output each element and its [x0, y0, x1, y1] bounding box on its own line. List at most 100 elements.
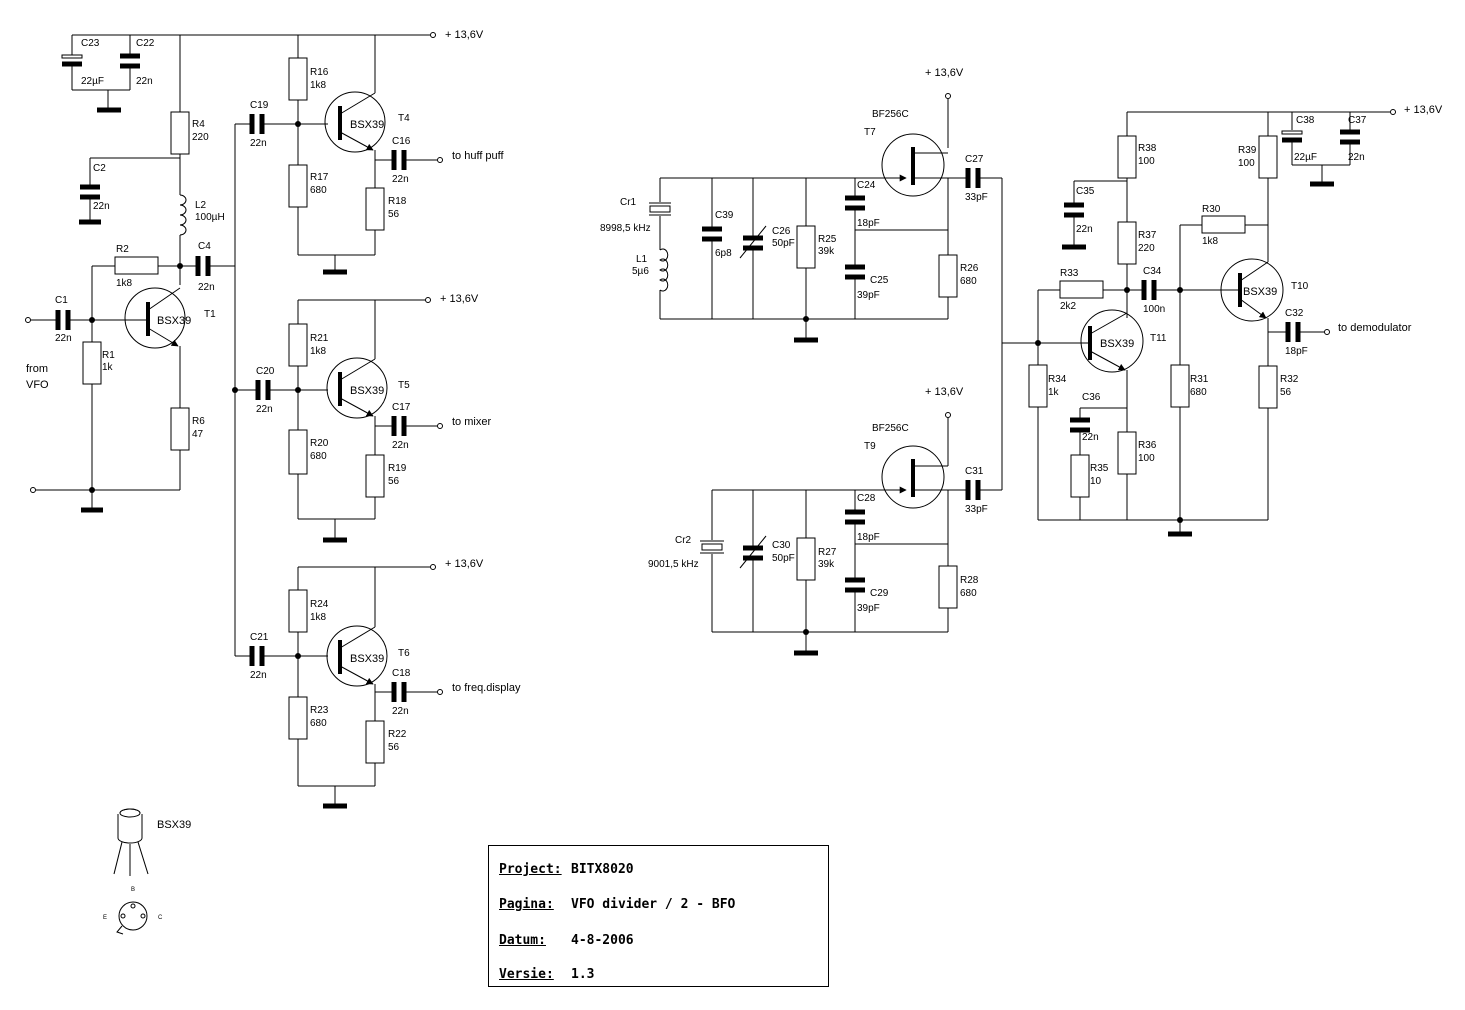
R34-ref: R34 [1048, 374, 1067, 385]
C31-ref: C31 [965, 466, 984, 477]
C16-value: 22n [392, 174, 409, 185]
T11-ref: T11 [1150, 333, 1167, 344]
C22-ref: C22 [136, 38, 155, 49]
R25-value: 39k [818, 246, 835, 257]
C36-value: 22n [1082, 432, 1099, 443]
C19-value: 22n [250, 138, 267, 149]
C16-ref: C16 [392, 136, 411, 147]
R31-ref: R31 [1190, 374, 1209, 385]
vfo-buffer-section: + 13,6V C23 22µF C22 22n R4 220 C2 22n [25, 29, 484, 656]
transistor-T6: BSX39 T6 [326, 625, 410, 687]
project-value: BITX8020 [571, 862, 634, 877]
R17-value: 680 [310, 185, 327, 196]
pin-b: B [131, 887, 135, 893]
R32-ref: R32 [1280, 374, 1299, 385]
R38-ref: R38 [1138, 143, 1157, 154]
R1-value: 1k [102, 362, 114, 373]
T4-ref: T4 [398, 113, 410, 124]
C29-value: 39pF [857, 603, 880, 614]
transistor-T4: BSX39 T4 [324, 91, 410, 153]
C35-value: 22n [1076, 224, 1093, 235]
pin-c: C [158, 915, 163, 921]
C19-ref: C19 [250, 100, 269, 111]
R4-value: 220 [192, 132, 209, 143]
R25-ref: R25 [818, 234, 837, 245]
datum-value: 4-8-2006 [571, 933, 634, 948]
R33-ref: R33 [1060, 268, 1079, 279]
R23-value: 680 [310, 718, 327, 729]
T1-type: BSX39 [157, 315, 191, 327]
Cr1-ref: Cr1 [620, 197, 637, 208]
C36-ref: C36 [1082, 392, 1101, 403]
R18-ref: R18 [388, 196, 407, 207]
bsx39-pinout: BSX39 B E C [103, 808, 191, 935]
C18-ref: C18 [392, 668, 411, 679]
T6-type: BSX39 [350, 653, 384, 665]
supply-label-T9: + 13,6V [925, 386, 964, 398]
R16-ref: R16 [310, 67, 329, 78]
R21-value: 1k8 [310, 346, 327, 357]
R21-ref: R21 [310, 333, 329, 344]
C22-value: 22n [136, 76, 153, 87]
C24-ref: C24 [857, 180, 876, 191]
R37-ref: R37 [1138, 230, 1157, 241]
output-demodulator: to demodulator [1338, 322, 1412, 334]
C2-ref: C2 [93, 163, 106, 174]
L2-value: 100µH [195, 212, 225, 223]
transistor-T5: BSX39 T5 [326, 357, 410, 419]
stage-T5: + 13,6V C20 22n R21 1k8 R20 680 BSX39 T5 [232, 293, 491, 543]
bfo-oscillator-T9: + 13,6V BF256C T9 C31 33pF Cr2 9001,5 kH… [648, 343, 1003, 656]
R2-value: 1k8 [116, 278, 133, 289]
supply-label-buffer: + 13,6V [1404, 104, 1443, 116]
C23-value: 22µF [81, 76, 104, 87]
T4-type: BSX39 [350, 119, 384, 131]
R19-value: 56 [388, 476, 400, 487]
R4-ref: R4 [192, 119, 205, 130]
C30-value: 50pF [772, 553, 795, 564]
R32-value: 56 [1280, 387, 1292, 398]
stage-T4: C19 22n R16 1k8 R17 680 BSX39 T4 C16 22n… [235, 35, 505, 275]
C39-ref: C39 [715, 210, 734, 221]
C4-ref: C4 [198, 241, 211, 252]
R33-value: 2k2 [1060, 301, 1077, 312]
C29-ref: C29 [870, 588, 889, 599]
R24-ref: R24 [310, 599, 329, 610]
C21-value: 22n [250, 670, 267, 681]
R39-ref: R39 [1238, 145, 1257, 156]
C37-ref: C37 [1348, 115, 1367, 126]
R27-ref: R27 [818, 547, 837, 558]
versie-label: Versie: [499, 967, 554, 982]
R35-value: 10 [1090, 476, 1102, 487]
R36-ref: R36 [1138, 440, 1157, 451]
bfo-oscillator-T7: + 13,6V BF256C T7 C27 33pF Cr1 8998,5 kH… [600, 67, 1003, 343]
C39-value: 6p8 [715, 248, 732, 259]
R18-value: 56 [388, 209, 400, 220]
C31-value: 33pF [965, 504, 988, 515]
C28-ref: C28 [857, 493, 876, 504]
R20-value: 680 [310, 451, 327, 462]
C26-ref: C26 [772, 226, 791, 237]
R26-ref: R26 [960, 263, 979, 274]
from-label: from [26, 363, 48, 375]
C34-ref: C34 [1143, 266, 1162, 277]
R26-value: 680 [960, 276, 977, 287]
supply-label-T7: + 13,6V [925, 67, 964, 79]
R34-value: 1k [1048, 387, 1060, 398]
T7-type: BF256C [872, 109, 909, 120]
R23-ref: R23 [310, 705, 329, 716]
Cr1-freq: 8998,5 kHz [600, 223, 651, 234]
C37-value: 22n [1348, 152, 1365, 163]
T7-ref: T7 [864, 127, 876, 138]
output-mixer: to mixer [452, 416, 491, 428]
transistor-T1: BSX39 T1 [124, 287, 216, 349]
output-huff-puff: to huff puff [452, 150, 505, 162]
transistor-T10: BSX39 T10 [1220, 258, 1309, 322]
R16-value: 1k8 [310, 80, 327, 91]
supply-label-T6: + 13,6V [445, 558, 484, 570]
C27-value: 33pF [965, 192, 988, 203]
C38-ref: C38 [1296, 115, 1315, 126]
R27-value: 39k [818, 559, 835, 570]
T10-type: BSX39 [1243, 286, 1277, 298]
supply-label-T5: + 13,6V [440, 293, 479, 305]
